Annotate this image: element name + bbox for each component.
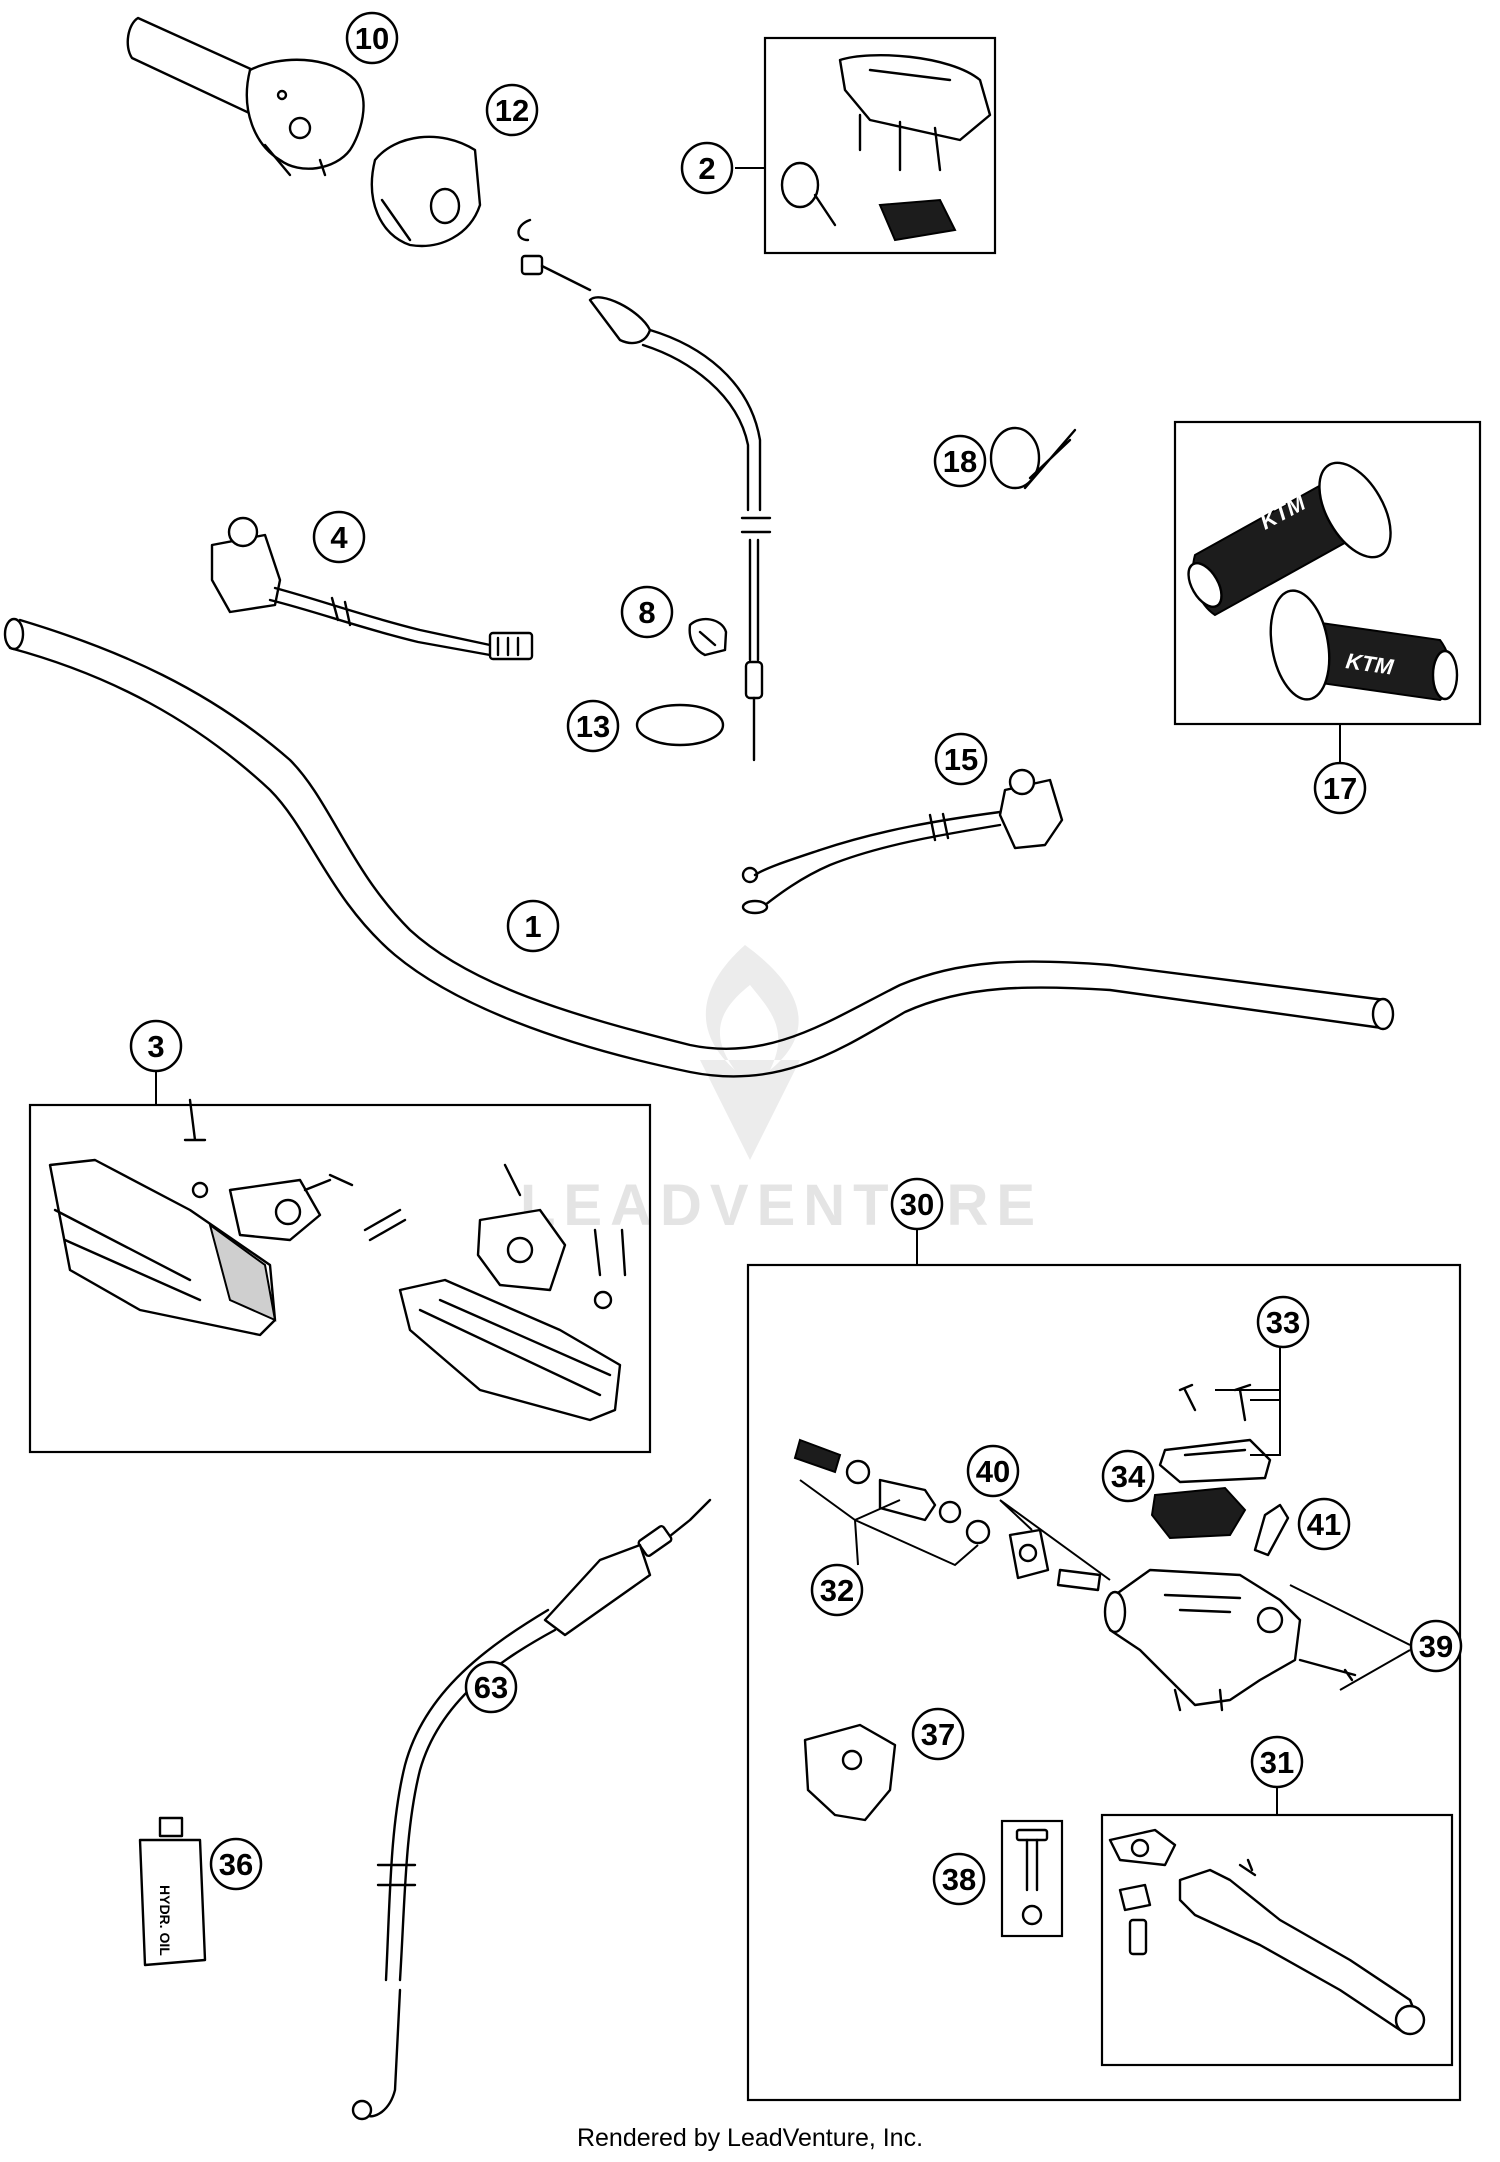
callout-4-label: 4 [330, 520, 348, 555]
callout-30-label: 30 [900, 1187, 934, 1222]
callout-1-label: 1 [524, 909, 541, 944]
oil-bottle-label: HYDR. OIL [157, 1885, 173, 1956]
callout-63-label: 63 [474, 1670, 508, 1705]
callout-10-label: 10 [355, 21, 389, 56]
callout-12-label: 12 [495, 93, 529, 128]
callout-38-label: 38 [942, 1862, 976, 1897]
cable-clip [688, 617, 728, 657]
callout-4: 4 [312, 510, 366, 564]
master-cylinder-body [1103, 1568, 1302, 1712]
kit-frame-38 [1000, 1819, 1064, 1938]
callout-32-label: 32 [820, 1573, 854, 1608]
callout-2: 2 [680, 141, 734, 195]
watermark-text: LEADVENTURE [520, 1173, 1043, 1238]
hydraulic-hose [351, 1498, 712, 2121]
cable-tie [989, 426, 1077, 490]
callout-13-label: 13 [576, 709, 610, 744]
handlebar [3, 617, 1395, 1078]
callout-30: 30 [890, 1177, 944, 1231]
kit-frame-17 [1173, 420, 1482, 726]
callout-3: 3 [129, 1019, 183, 1073]
reservoir-cover-screws [1158, 1383, 1272, 1484]
grip-set: KTM KTM [1187, 461, 1459, 702]
clamp-bolt [1015, 1828, 1049, 1926]
callout-3-label: 3 [147, 1029, 164, 1064]
callout-18: 18 [933, 434, 987, 488]
left-switch [210, 516, 534, 661]
piston-spring-set [793, 1438, 991, 1545]
callout-33: 33 [1256, 1295, 1310, 1349]
callout-17-label: 17 [1323, 771, 1357, 806]
callout-8: 8 [620, 585, 674, 639]
leader-40 [999, 1499, 1111, 1581]
lever-pin [1253, 1503, 1290, 1557]
leader-32 [799, 1479, 979, 1567]
callout-15-label: 15 [944, 742, 978, 777]
callout-63: 63 [464, 1660, 518, 1714]
leader-39 [1289, 1584, 1411, 1691]
kit-frame-30 [746, 1263, 1462, 2102]
watermark-logo-icon [700, 945, 800, 1160]
throttle-grip-housing [126, 16, 365, 177]
brake-lever-kit [1108, 1828, 1426, 2036]
reservoir-diaphragm [1150, 1486, 1247, 1540]
kit-frame-31 [1100, 1813, 1454, 2067]
throttle-cable [517, 218, 772, 762]
watermark: LEADVENTURE [520, 945, 1043, 1238]
callout-8-label: 8 [638, 595, 655, 630]
callout-36: 36 [209, 1837, 263, 1891]
callout-12: 12 [485, 83, 539, 137]
callout-40: 40 [966, 1444, 1020, 1498]
callout-33-label: 33 [1266, 1305, 1300, 1340]
callout-18-label: 18 [943, 444, 977, 479]
callout-39: 39 [1409, 1619, 1463, 1673]
lever-bolt [1298, 1658, 1357, 1682]
callout-34-label: 34 [1111, 1459, 1146, 1494]
callout-31: 31 [1250, 1735, 1304, 1789]
callout-2-label: 2 [698, 151, 715, 186]
kit-frame-3 [28, 1103, 652, 1454]
callout-38: 38 [932, 1852, 986, 1906]
callout-13: 13 [566, 699, 620, 753]
right-switch [741, 768, 1064, 915]
callout-34: 34 [1101, 1449, 1155, 1503]
kit-frame-2 [763, 36, 997, 255]
callout-40-label: 40 [976, 1454, 1010, 1489]
callout-17: 17 [1313, 761, 1367, 815]
boot-pushrod [1008, 1528, 1102, 1592]
leader-33 [1215, 1345, 1281, 1456]
callout-41-label: 41 [1307, 1507, 1341, 1542]
callout-31-label: 31 [1260, 1745, 1294, 1780]
callout-37: 37 [911, 1707, 965, 1761]
callout-37-label: 37 [921, 1717, 955, 1752]
callout-1: 1 [506, 899, 560, 953]
o-ring [635, 703, 725, 747]
callout-10: 10 [345, 11, 399, 65]
callout-15: 15 [934, 732, 988, 786]
handguard-kit [48, 1098, 627, 1422]
hydraulic-oil-bottle: HYDR. OIL [138, 1816, 207, 1967]
callout-39-label: 39 [1419, 1629, 1453, 1664]
callout-41: 41 [1297, 1497, 1351, 1551]
footer-credit: Rendered by LeadVenture, Inc. [576, 2124, 924, 2152]
callout-32: 32 [810, 1563, 864, 1617]
callout-36-label: 36 [219, 1847, 253, 1882]
throttle-housing-cover [370, 135, 482, 248]
master-cylinder-cover [803, 1723, 897, 1822]
switch-cover-kit [780, 53, 992, 242]
